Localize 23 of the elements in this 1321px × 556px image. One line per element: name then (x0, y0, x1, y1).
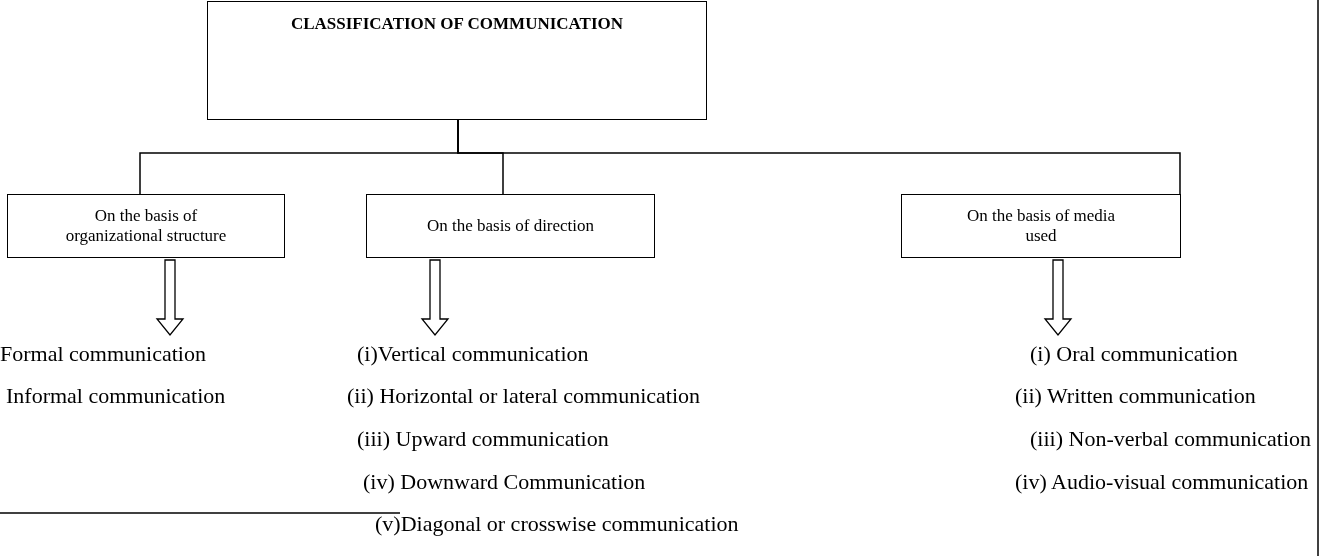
category-box (7, 194, 285, 258)
title-box (207, 1, 707, 120)
category-label: On the basis of direction (426, 215, 595, 237)
list-item: (i) Oral communication (1030, 341, 1238, 367)
list-item: (iii) Upward communication (357, 426, 609, 452)
list-item: Formal communication (0, 341, 206, 367)
list-item: (iii) Non-verbal communication (1030, 426, 1312, 452)
hollow-arrow (420, 259, 450, 337)
list-item: (ii) Written communication (1015, 383, 1256, 409)
list-item: (iv) Downward Communication (363, 469, 646, 495)
category-label: On the basis of media used (965, 205, 1117, 247)
category-label: On the basis of organizational structure (64, 205, 228, 247)
list-item: (ii) Horizontal or lateral communication (347, 383, 701, 409)
hollow-arrow (1043, 259, 1073, 337)
list-item: Informal communication (6, 383, 226, 409)
list-item: (iv) Audio-visual communication (1015, 469, 1309, 495)
title-text: CLASSIFICATION OF COMMUNICATION (290, 14, 624, 35)
category-box (901, 194, 1181, 258)
hollow-arrow (155, 259, 185, 337)
list-item: (v)Diagonal or crosswise communication (375, 511, 739, 537)
connector-line (457, 119, 1181, 195)
category-box (366, 194, 655, 258)
list-item: (i)Vertical communication (357, 341, 589, 367)
